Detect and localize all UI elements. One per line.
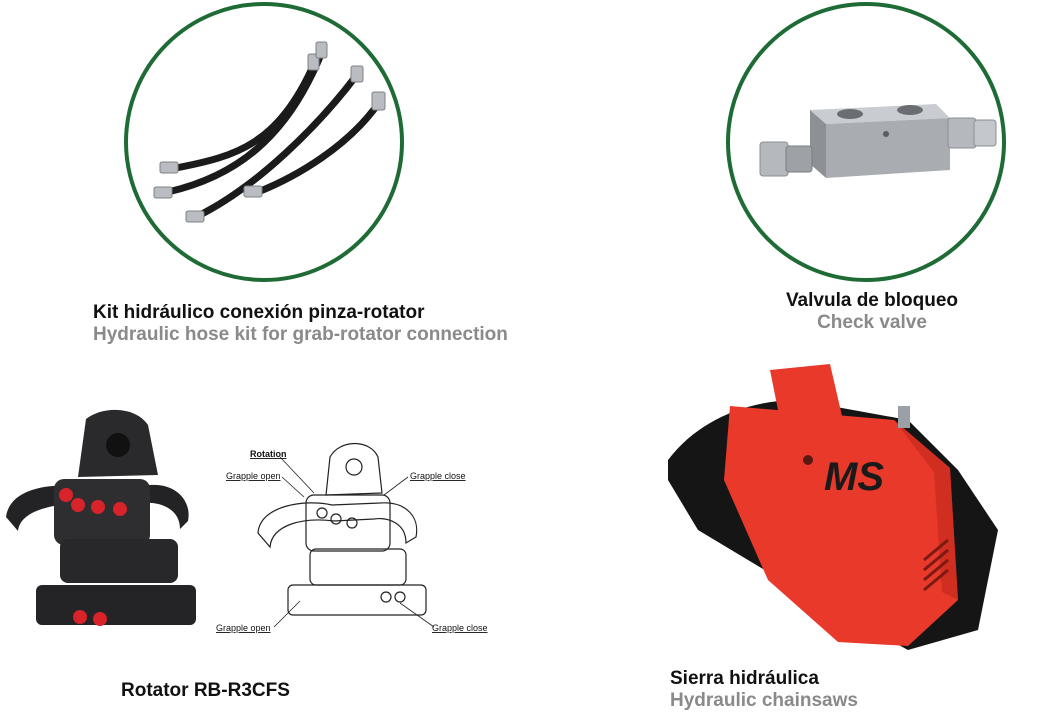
rotator-diagram: Rotation Grapple open Grapple close Grap… xyxy=(216,443,488,633)
chainsaw-subtitle: Hydraulic chainsaws xyxy=(670,690,858,711)
diagram-label-rotation: Rotation xyxy=(250,449,287,459)
check-valve-image xyxy=(759,104,997,178)
chainsaw-caption: Sierra hidráulica Hydraulic chainsaws xyxy=(670,668,858,712)
hose-kit-title: Kit hidráulico conexión pinza-rotator xyxy=(93,302,425,323)
hydraulic-hose-kit-image xyxy=(153,41,386,223)
check-valve-image-frame xyxy=(726,2,1006,282)
check-valve-subtitle: Check valve xyxy=(817,312,927,333)
check-valve-title: Valvula de bloqueo xyxy=(785,290,959,311)
check-valve-caption: Valvula de bloqueo Check valve xyxy=(774,290,970,334)
rotator-caption: Rotator RB-R3CFS xyxy=(121,680,290,702)
diagram-label-grapple-close-bottom: Grapple close xyxy=(432,623,488,633)
hose-kit-caption: Kit hidráulico conexión pinza-rotator Hy… xyxy=(93,302,508,346)
rotator-photo xyxy=(6,409,196,626)
hose-kit-image-frame xyxy=(124,2,404,282)
chainsaw-logo: MS xyxy=(824,455,884,499)
diagram-label-grapple-close-top: Grapple close xyxy=(410,471,466,481)
chainsaw-title: Sierra hidráulica xyxy=(670,668,819,689)
hydraulic-chainsaw-image: MS xyxy=(668,364,998,650)
diagram-label-grapple-open-bottom: Grapple open xyxy=(216,623,271,633)
hose-kit-subtitle: Hydraulic hose kit for grab-rotator conn… xyxy=(93,324,508,345)
rotator-title: Rotator RB-R3CFS xyxy=(121,680,290,701)
diagram-label-grapple-open-top: Grapple open xyxy=(226,471,281,481)
